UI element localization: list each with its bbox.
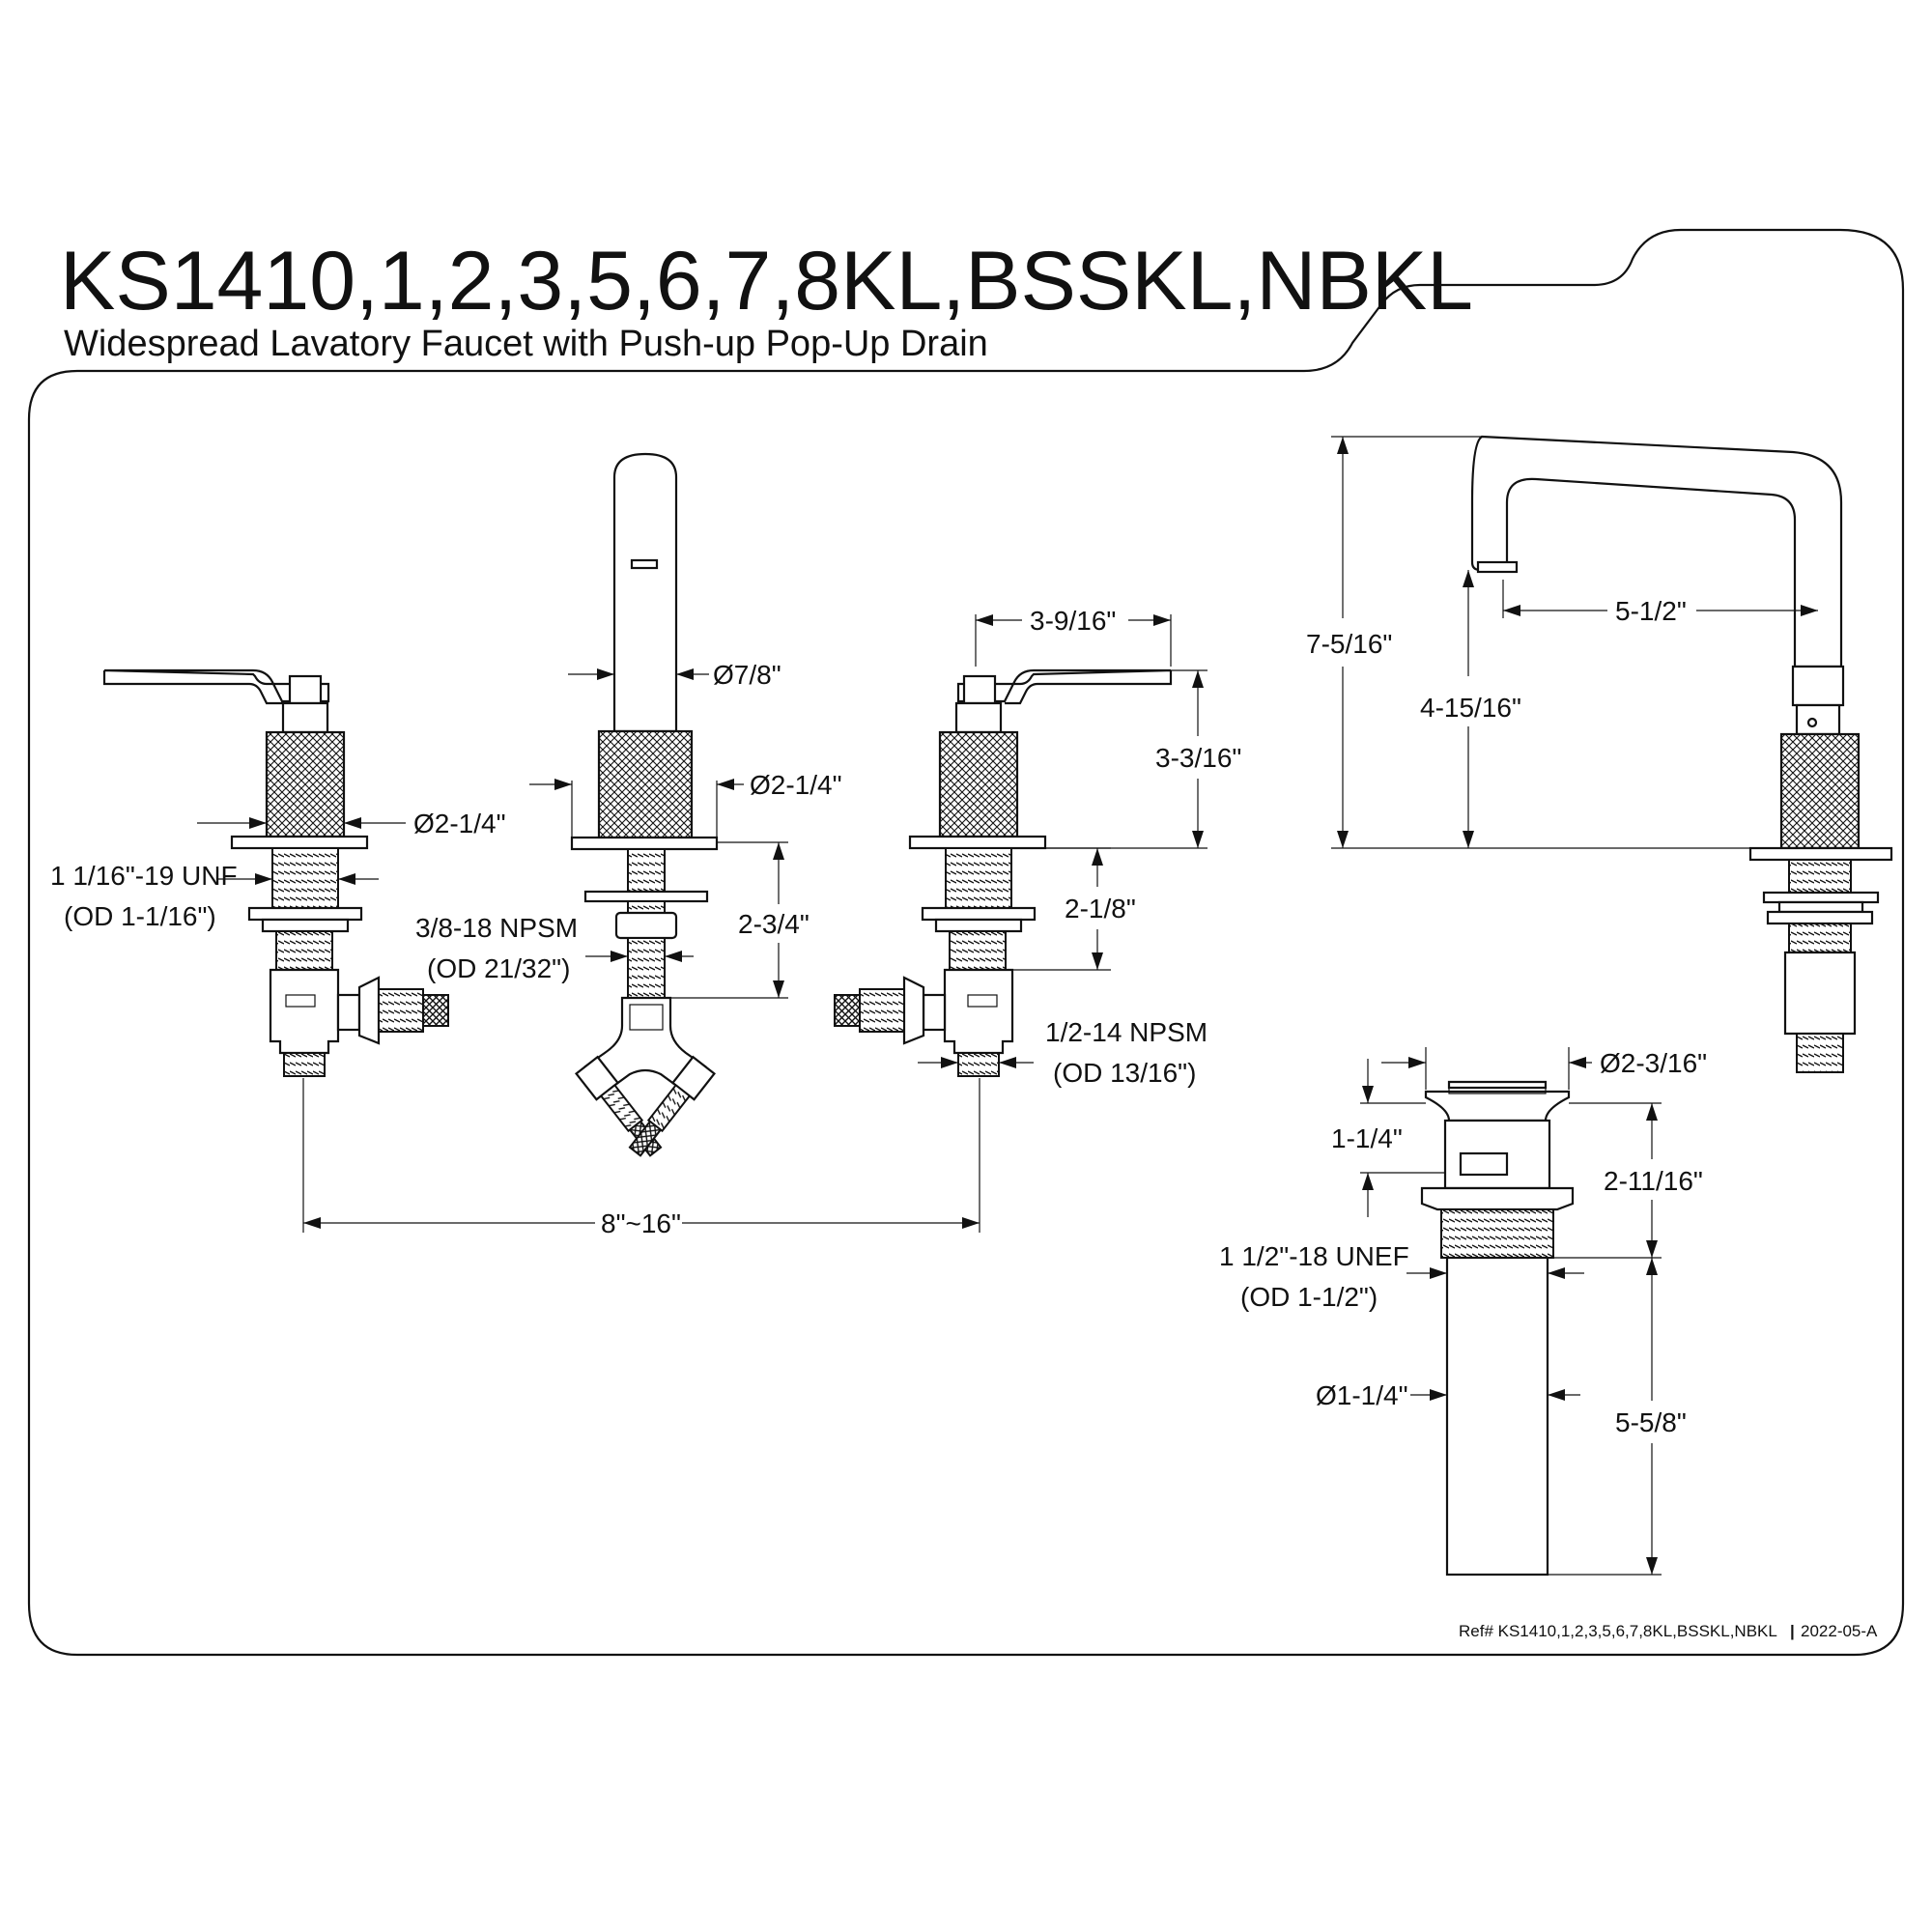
right-valve-body (943, 968, 1014, 1055)
spout-tube (612, 452, 678, 733)
dim-spout-base-diameter: Ø2-1/4" (750, 770, 842, 800)
dim-body-height: 2-11/16" (1604, 1166, 1703, 1196)
dim-right-handle-height: 3-3/16" (1155, 743, 1241, 773)
drain-dimensions: Ø2-3/16" 1-1/4" 2-11/16" 1 1/2"-18 UNEF … (1219, 1047, 1707, 1576)
left-handle-lower-shank (275, 930, 333, 971)
side-washer (1762, 891, 1880, 904)
dim-left-body-diameter: Ø2-1/4" (413, 809, 506, 838)
right-handle (834, 668, 1173, 1077)
left-handle-collar (281, 701, 329, 734)
dim-right-shank-length: 2-1/8" (1065, 894, 1136, 923)
side-escutcheon (1748, 846, 1893, 862)
right-compression-nut (902, 976, 925, 1045)
dim-drain-thread-od: (OD 1-1/2") (1240, 1282, 1378, 1312)
dim-right-thread-od: (OD 13/16") (1053, 1058, 1196, 1088)
dim-right-lever-reach: 3-9/16" (1030, 606, 1116, 636)
footer-ref: Ref# KS1410,1,2,3,5,6,7,8KL,BSSKL,NBKL (1459, 1622, 1777, 1640)
dim-spout-height: 4-15/16" (1420, 693, 1521, 723)
footer-separator: | (1790, 1622, 1795, 1640)
dim-spout-reach: 5-1/2" (1615, 596, 1687, 626)
right-handle-base (908, 835, 1047, 850)
right-handle-lever (956, 668, 1173, 705)
title-tab-frame (27, 228, 1905, 1657)
page-title: KS1410,1,2,3,5,6,7,8KL,BSSKL,NBKL (60, 235, 1473, 327)
center-spout (570, 452, 719, 1157)
dim-left-thread: 1 1/16"-19 UNF (50, 861, 238, 891)
right-valve-outlet (922, 993, 947, 1032)
drain-gasket (1420, 1186, 1575, 1211)
right-hose-fitting (859, 988, 905, 1033)
left-inlet-thread (283, 1052, 326, 1077)
spout-locknut (614, 911, 678, 940)
spout-washer (583, 890, 709, 903)
dim-spout-thread-od: (OD 21/32") (427, 953, 570, 983)
left-supply-hose (422, 994, 449, 1027)
side-spout-collar (1791, 665, 1845, 707)
left-handle-nut (261, 918, 350, 933)
side-aerator (1476, 560, 1519, 574)
dim-spread: 8"~16" (601, 1208, 681, 1238)
right-handle-body (938, 730, 1019, 838)
dim-total-height: 7-5/16" (1306, 629, 1392, 659)
side-lower-shank (1788, 923, 1852, 953)
left-handle (102, 668, 449, 1077)
tee-right-hose (628, 1120, 663, 1157)
left-handle-lever (102, 668, 330, 705)
left-handle-shank (271, 847, 339, 909)
right-handle-cap (962, 674, 997, 705)
side-shank (1788, 859, 1852, 894)
right-handle-collar (954, 701, 1003, 734)
drain-tailpiece (1445, 1256, 1549, 1577)
side-view-dimensions: 7-5/16" 4-15/16" 5-1/2" (1306, 436, 1818, 849)
left-handle-washer (247, 906, 363, 922)
drain-flange (1424, 1090, 1571, 1122)
left-handle-base (230, 835, 369, 850)
left-handle-cap (288, 674, 323, 705)
dim-right-thread: 1/2-14 NPSM (1045, 1017, 1208, 1047)
spout-aerator (630, 558, 659, 570)
spout-lower-shank (627, 937, 666, 999)
right-inlet-thread (957, 1052, 1000, 1077)
side-spout-joint (1795, 703, 1841, 736)
side-base-body (1779, 732, 1861, 850)
dim-tailpiece-length: 5-5/8" (1615, 1407, 1687, 1437)
dim-spout-diameter: Ø7/8" (713, 660, 781, 690)
dim-flange-diameter: Ø2-3/16" (1600, 1048, 1707, 1078)
dim-drain-thread: 1 1/2"-18 UNEF (1219, 1241, 1409, 1271)
left-hose-fitting (378, 988, 424, 1033)
drain-stopper-cap (1447, 1080, 1548, 1090)
side-view-faucet (1470, 435, 1893, 1073)
drain-thread (1440, 1208, 1554, 1259)
left-valve-body (269, 968, 340, 1055)
front-view-dimensions: Ø2-1/4" 1 1/16"-19 UNF (OD 1-1/16") Ø7/8… (50, 606, 1241, 1238)
spout-escutcheon (570, 836, 719, 851)
footer-revision: 2022-05-A (1801, 1622, 1878, 1640)
drain-overflow-slot (1459, 1151, 1509, 1177)
right-handle-shank (945, 847, 1012, 909)
side-valve (1783, 951, 1857, 1036)
right-handle-nut (934, 918, 1023, 933)
right-handle-washer (921, 906, 1037, 922)
spout-shank (627, 848, 666, 893)
dim-flange-height: 1-1/4" (1331, 1123, 1403, 1153)
page-subtitle: Widespread Lavatory Faucet with Push-up … (64, 324, 988, 364)
spout-tee-connector (583, 996, 707, 1092)
dim-spout-shank-length: 2-3/4" (738, 909, 810, 939)
side-spout-arm (1470, 435, 1843, 668)
left-valve-outlet (336, 993, 361, 1032)
spout-base (597, 729, 694, 839)
left-handle-body (265, 730, 346, 838)
dim-left-thread-od: (OD 1-1/16") (64, 901, 216, 931)
side-inlet-thread (1796, 1033, 1844, 1073)
pop-up-drain (1420, 1080, 1575, 1577)
left-compression-nut (357, 976, 381, 1045)
right-supply-hose (834, 994, 861, 1027)
dim-spout-thread: 3/8-18 NPSM (415, 913, 578, 943)
dim-tailpiece-diameter: Ø1-1/4" (1316, 1380, 1408, 1410)
